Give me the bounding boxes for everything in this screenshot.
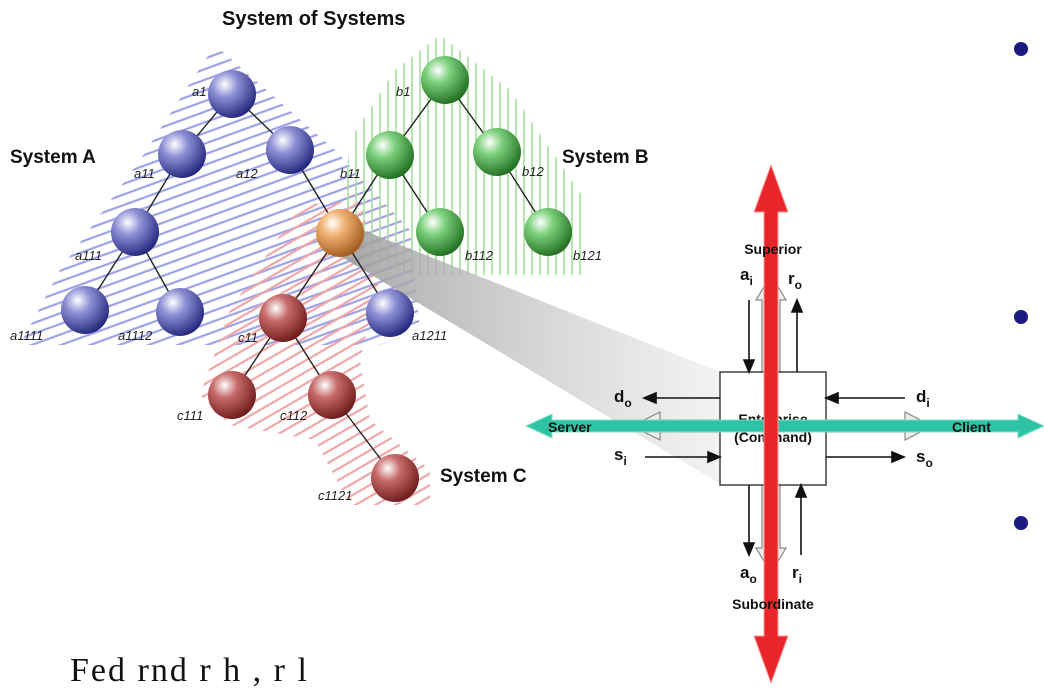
bullet-2 bbox=[1014, 310, 1028, 324]
label-b112: b112 bbox=[465, 248, 494, 263]
label-c11: c11 bbox=[238, 330, 258, 345]
node-b12 bbox=[473, 128, 521, 176]
node-b11 bbox=[366, 131, 414, 179]
label-b12: b12 bbox=[522, 164, 544, 179]
label-c112: c112 bbox=[280, 408, 308, 423]
node-c1121 bbox=[371, 454, 419, 502]
node-a12 bbox=[266, 126, 314, 174]
label-a12: a12 bbox=[236, 166, 258, 181]
node-b1 bbox=[421, 56, 469, 104]
label-a1211: a1211 bbox=[412, 328, 447, 343]
system-c-label: System C bbox=[440, 466, 527, 487]
node-a1111 bbox=[61, 286, 109, 334]
superior-subordinate-arrow bbox=[753, 163, 789, 684]
nodes bbox=[61, 56, 572, 502]
node-a1112 bbox=[156, 288, 204, 336]
label-a111: a111 bbox=[75, 248, 102, 263]
node-c11 bbox=[259, 294, 307, 342]
system-b-label: System B bbox=[562, 147, 649, 168]
client-label: Client bbox=[952, 419, 991, 435]
d-in-label: di bbox=[916, 387, 930, 410]
label-b11: b11 bbox=[340, 166, 361, 181]
d-out-label: do bbox=[614, 387, 632, 410]
label-b1: b1 bbox=[396, 84, 410, 99]
diagram-title: System of Systems bbox=[222, 8, 405, 30]
server-client-arrow bbox=[524, 413, 1044, 439]
r-out-label: ro bbox=[788, 269, 802, 292]
node-shared bbox=[316, 209, 364, 257]
node-a1211 bbox=[366, 289, 414, 337]
system-b-region bbox=[340, 35, 585, 275]
label-a11: a11 bbox=[134, 166, 155, 181]
system-a-label: System A bbox=[10, 147, 96, 168]
bullet-1 bbox=[1014, 42, 1028, 56]
label-c1121: c1121 bbox=[318, 488, 352, 503]
node-b121 bbox=[524, 208, 572, 256]
label-a1: a1 bbox=[192, 84, 206, 99]
label-b121: b121 bbox=[573, 248, 602, 263]
subordinate-label: Subordinate bbox=[732, 596, 814, 612]
s-out-label: so bbox=[916, 447, 933, 470]
a-in-label: ai bbox=[740, 265, 753, 288]
system-c-region bbox=[200, 200, 430, 505]
flow-letters: ai ro do di si so ao ri bbox=[614, 265, 933, 586]
r-in-label: ri bbox=[792, 563, 802, 586]
node-a11 bbox=[158, 130, 206, 178]
node-c111 bbox=[208, 371, 256, 419]
label-c111: c111 bbox=[177, 408, 203, 423]
superior-label: Superior bbox=[744, 241, 802, 257]
a-out-label: ao bbox=[740, 563, 757, 586]
thin-arrows bbox=[641, 297, 907, 558]
node-c112 bbox=[308, 371, 356, 419]
footer-partial-text: Fed rnd r h , r l bbox=[70, 652, 309, 689]
label-a1112: a1112 bbox=[118, 328, 153, 343]
bullet-3 bbox=[1014, 516, 1028, 530]
node-labels: a1 a11 a12 a111 a1111 a1112 a1211 b1 b11… bbox=[10, 84, 602, 503]
server-label: Server bbox=[548, 419, 592, 435]
label-a1111: a1111 bbox=[10, 328, 43, 343]
s-in-label: si bbox=[614, 445, 627, 468]
node-a1 bbox=[208, 70, 256, 118]
node-b112 bbox=[416, 208, 464, 256]
node-a111 bbox=[111, 208, 159, 256]
